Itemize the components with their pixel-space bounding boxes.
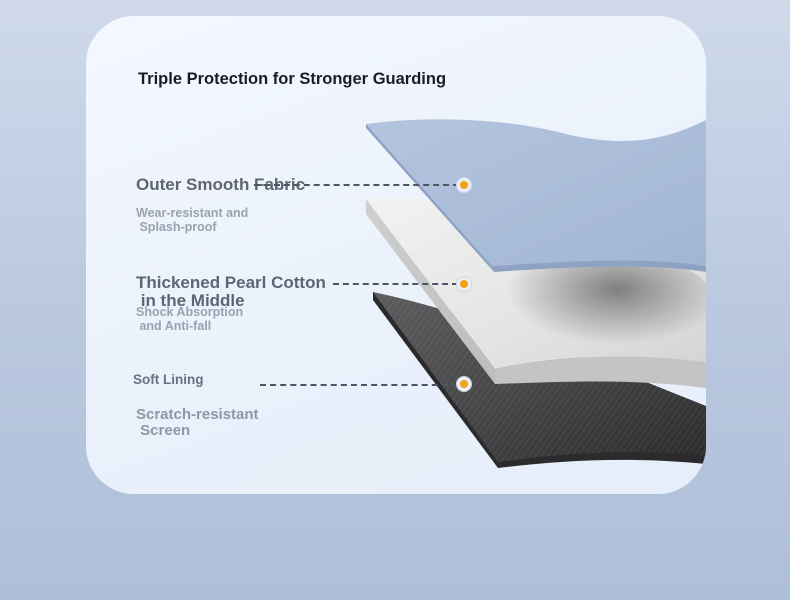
layer-desc-soft-lining: Scratch-resistant Screen (136, 406, 259, 440)
layer-desc-pearl-cotton: Shock Absorption and Anti-fall (136, 305, 244, 333)
pearl-cotton-layer (366, 197, 706, 388)
marker-dot-soft-lining (457, 377, 471, 391)
marker-dot-outer-fabric (457, 178, 471, 192)
product-feature-card: Triple Protection for Stronger Guarding (86, 16, 706, 494)
layer-name-outer-fabric: Outer Smooth Fabric (136, 175, 306, 194)
layer-name-pearl-cotton: Thickened Pearl Cotton in the Middle (136, 273, 326, 310)
leader-line-pearl-cotton (333, 283, 458, 285)
outer-fabric-layer (366, 119, 706, 272)
leader-line-outer-fabric (254, 184, 459, 186)
marker-dot-pearl-cotton (457, 277, 471, 291)
leader-line-soft-lining (260, 384, 458, 386)
layer-illustration (366, 119, 706, 468)
feature-title: Triple Protection for Stronger Guarding (138, 70, 447, 88)
layer-name-soft-lining: Soft Lining (133, 372, 204, 387)
layer-desc-outer-fabric: Wear-resistant and Splash-proof (136, 206, 249, 234)
